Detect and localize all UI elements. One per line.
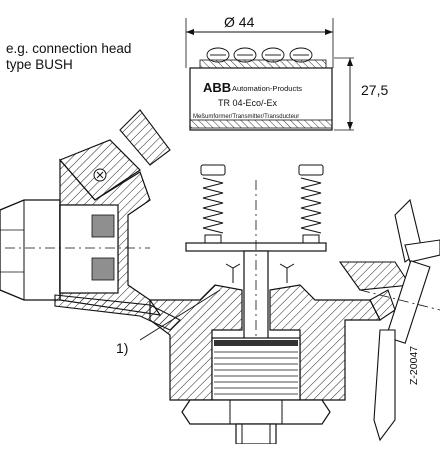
arrow-left-icon — [186, 29, 194, 35]
caption-line-1: e.g. connection head — [6, 41, 132, 56]
callout-leader — [139, 289, 221, 341]
housing-right — [338, 198, 440, 442]
dimension-diameter: Ø 44 — [224, 14, 255, 30]
spring-right — [298, 164, 324, 248]
arrow-right-icon — [325, 29, 333, 35]
transmitter-base — [189, 119, 333, 129]
caption-line-2: type BUSH — [6, 57, 73, 72]
transmitter-subtitle: Meßumformer/Transmitter/Transducteur — [193, 114, 299, 120]
housing-left — [0, 109, 181, 331]
pin-left — [225, 263, 241, 283]
cable-gland-nut — [0, 199, 61, 301]
transmitter-model: TR 04-Eco/-Ex — [218, 98, 278, 108]
base-hex-nut — [181, 399, 331, 425]
transmitter-brand-sub: Automation-Products — [232, 84, 302, 93]
arrow-up-icon — [347, 58, 353, 66]
measuring-insert — [185, 164, 327, 444]
housing-bottom — [149, 284, 381, 445]
arrow-down-icon — [347, 122, 353, 130]
transmitter-unit — [185, 18, 354, 131]
neck-seal — [214, 340, 298, 346]
callout-reference: 1) — [116, 340, 129, 356]
transmitter-brand: ABB — [203, 80, 231, 95]
threaded-neck — [211, 337, 301, 401]
spring-left — [200, 164, 226, 248]
pin-right — [279, 263, 295, 283]
dimension-height: 27,5 — [361, 82, 389, 98]
figure-id: Z-20047 — [408, 345, 420, 385]
